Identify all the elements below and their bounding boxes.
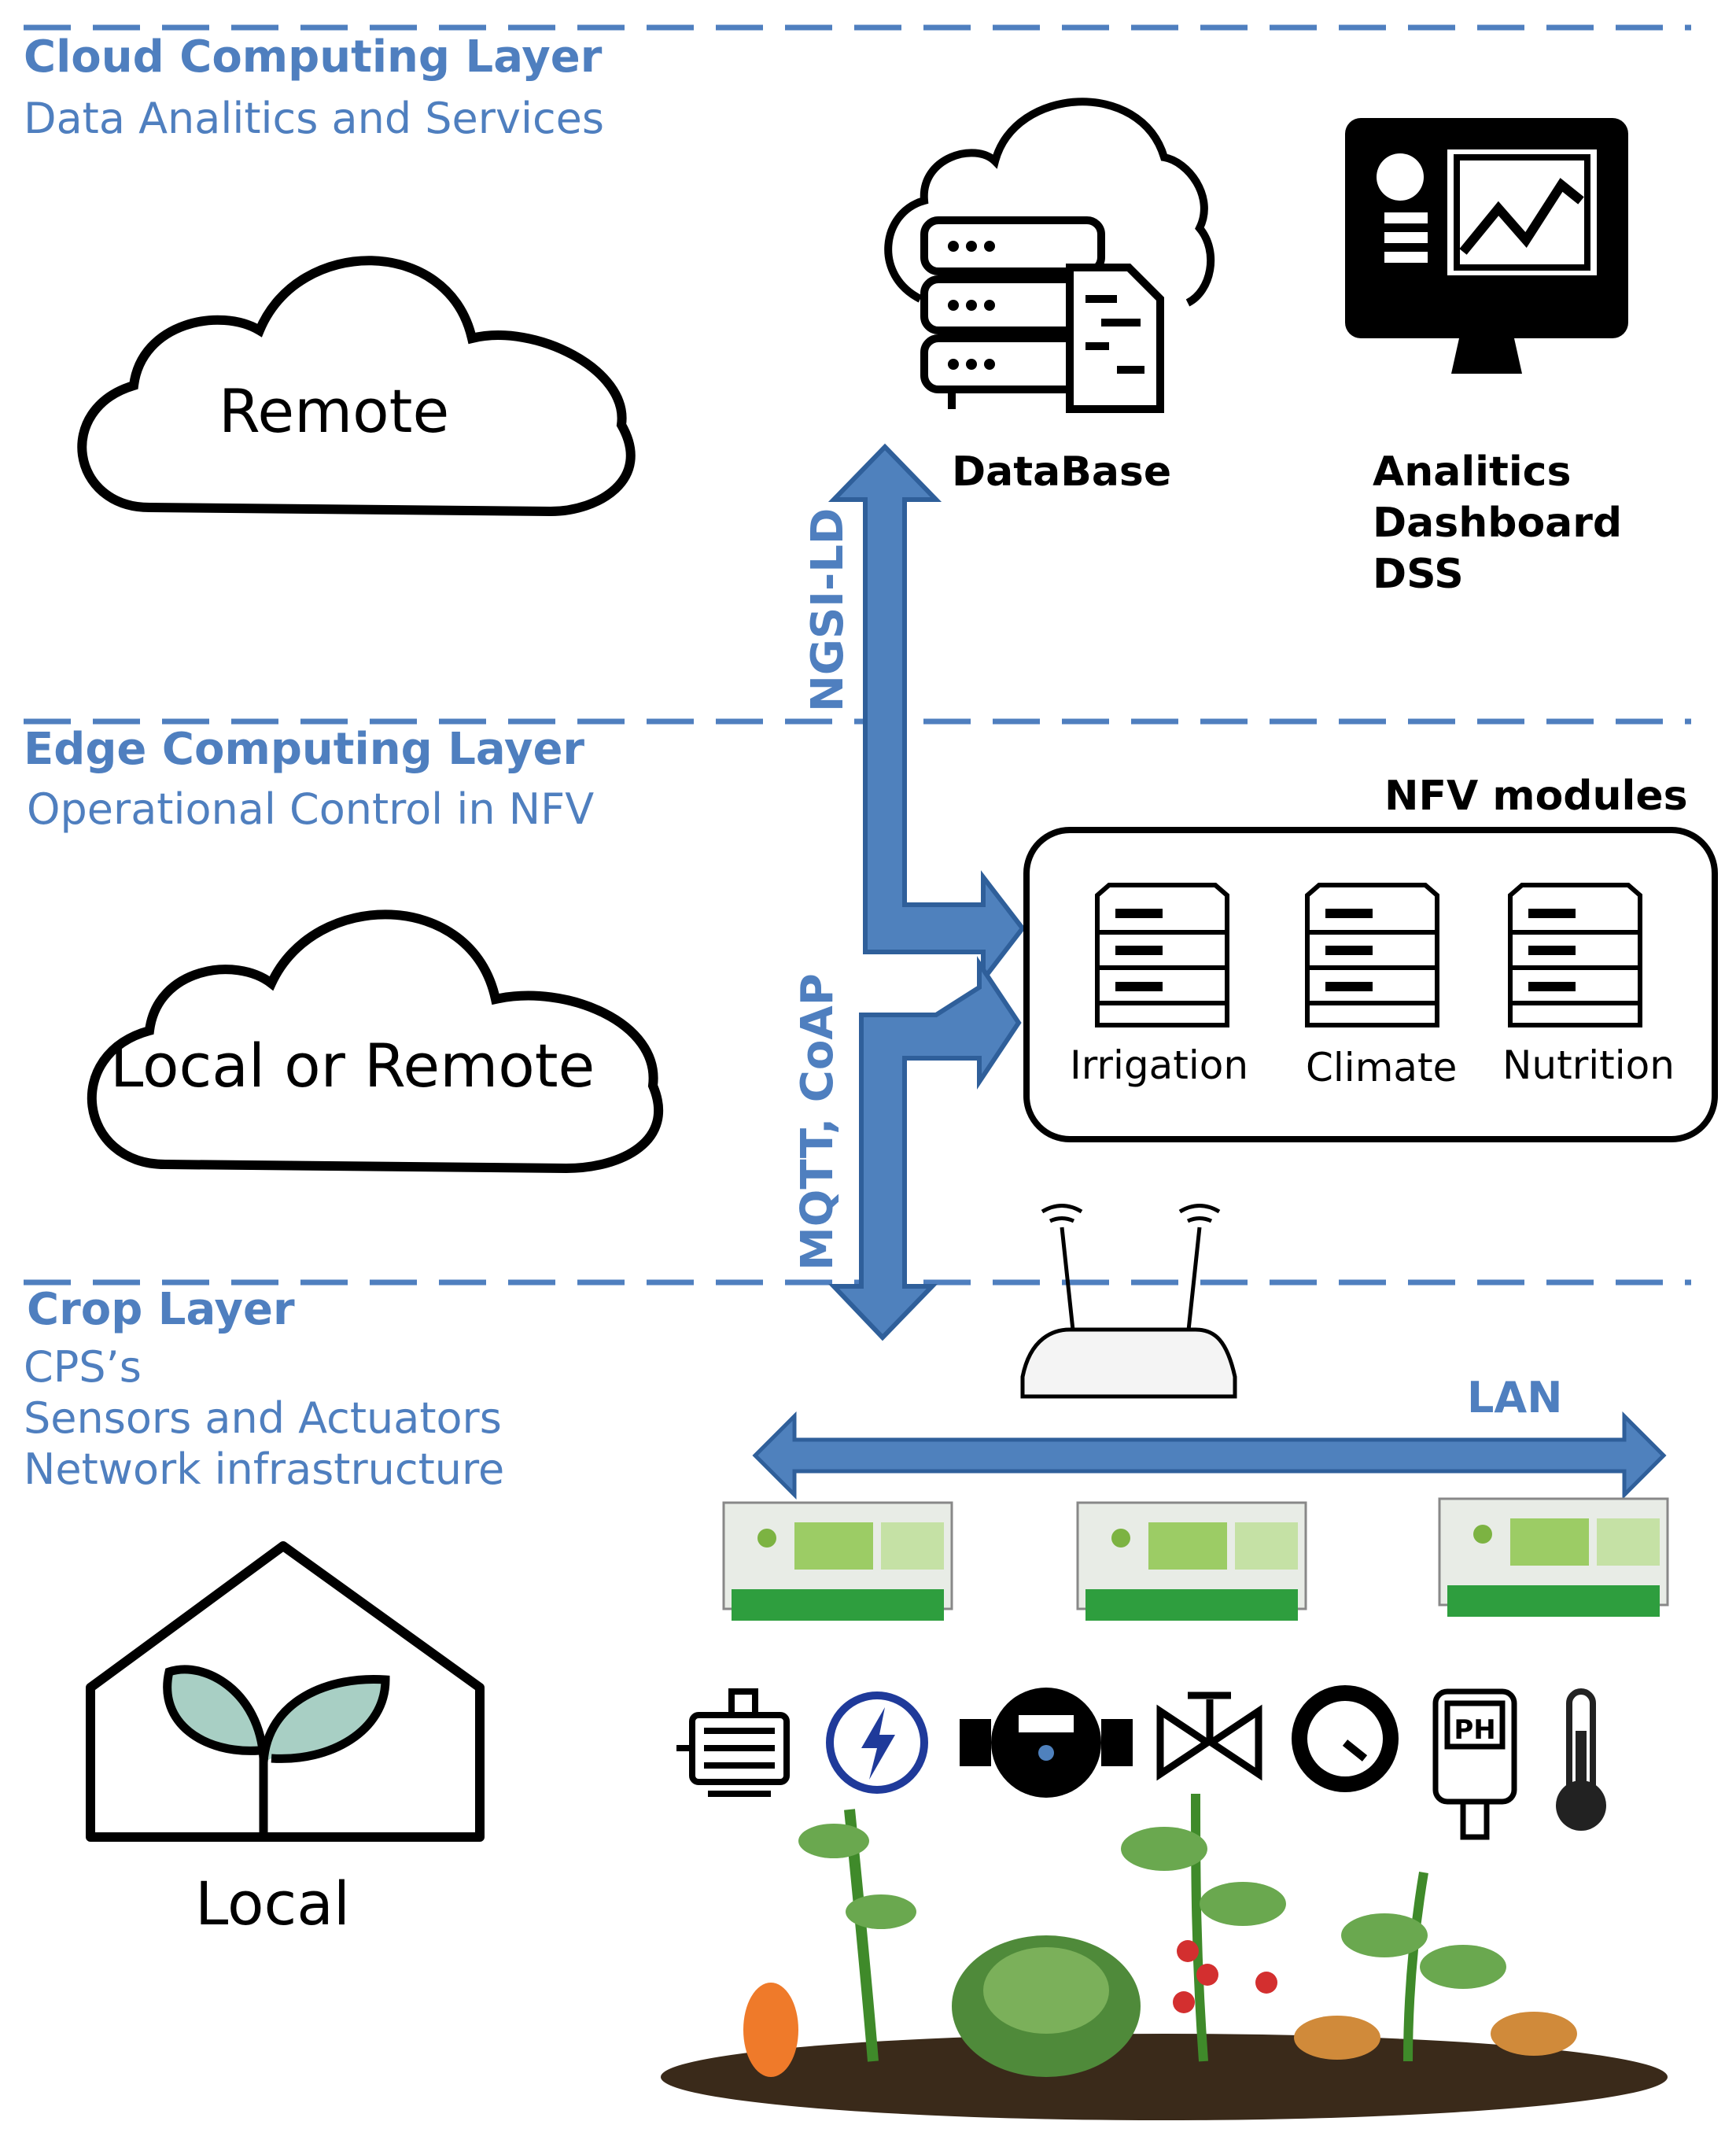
ph-meter-icon: PH <box>1432 1688 1517 1840</box>
ngsi-ld-label: NGSI-LD <box>802 507 853 712</box>
analytics-label-line: DSS <box>1373 551 1464 598</box>
remote-cloud-icon <box>77 256 636 517</box>
gauge-icon <box>1292 1685 1399 1792</box>
crop-layer-subtitle-line: Network infrastructure <box>24 1444 505 1494</box>
nfv-module-label: Nutrition <box>1502 1042 1675 1088</box>
valve-icon <box>1156 1691 1262 1781</box>
crop-layer-subtitle-line: CPS’s <box>24 1342 142 1392</box>
layer-separators <box>24 24 1691 1286</box>
controller-module <box>1076 1501 1307 1621</box>
crop-plants-image <box>661 1793 1668 2120</box>
server-icon <box>1508 883 1642 1027</box>
crop-layer-title: Crop Layer <box>27 1284 295 1335</box>
server-icon <box>1095 883 1229 1027</box>
edge-layer-title: Edge Computing Layer <box>24 724 585 775</box>
database-icon <box>884 98 1215 413</box>
motor-icon <box>676 1688 790 1797</box>
svg-text:PH: PH <box>1454 1714 1495 1746</box>
water-meter-icon <box>960 1688 1133 1798</box>
local-remote-cloud-icon <box>87 909 663 1174</box>
controller-module <box>722 1501 953 1621</box>
cloud-layer-subtitle: Data Analitics and Services <box>24 94 604 143</box>
analytics-label-line: Dashboard <box>1373 500 1623 547</box>
database-label: DataBase <box>952 448 1172 496</box>
edge-layer-subtitle: Operational Control in NFV <box>27 784 595 834</box>
lan-label: LAN <box>1467 1373 1563 1422</box>
nfv-module-label: Irrigation <box>1070 1042 1249 1088</box>
mqtt-coap-label: MQTT, CoAP <box>792 973 843 1271</box>
thermometer-icon <box>1556 1688 1606 1831</box>
greenhouse-label: Local <box>195 1869 350 1939</box>
analytics-monitor-icon <box>1345 118 1628 374</box>
data-flow-arrows <box>827 443 1026 1341</box>
cloud-layer-title: Cloud Computing Layer <box>24 31 603 83</box>
lan-arrow <box>752 1411 1667 1500</box>
server-icon <box>1305 883 1439 1027</box>
nfv-modules-title: NFV modules <box>1384 773 1688 820</box>
router-icon <box>1020 1204 1237 1399</box>
analytics-label-line: Analitics <box>1373 448 1572 496</box>
local-remote-cloud-label: Local or Remote <box>110 1031 595 1101</box>
controller-module <box>1438 1497 1669 1617</box>
remote-cloud-label: Remote <box>219 376 450 446</box>
greenhouse-icon <box>86 1541 485 1842</box>
power-icon <box>826 1691 928 1794</box>
nfv-modules-box <box>1023 827 1718 1142</box>
nfv-module-label: Climate <box>1306 1045 1458 1090</box>
crop-layer-subtitle-line: Sensors and Actuators <box>24 1393 502 1443</box>
